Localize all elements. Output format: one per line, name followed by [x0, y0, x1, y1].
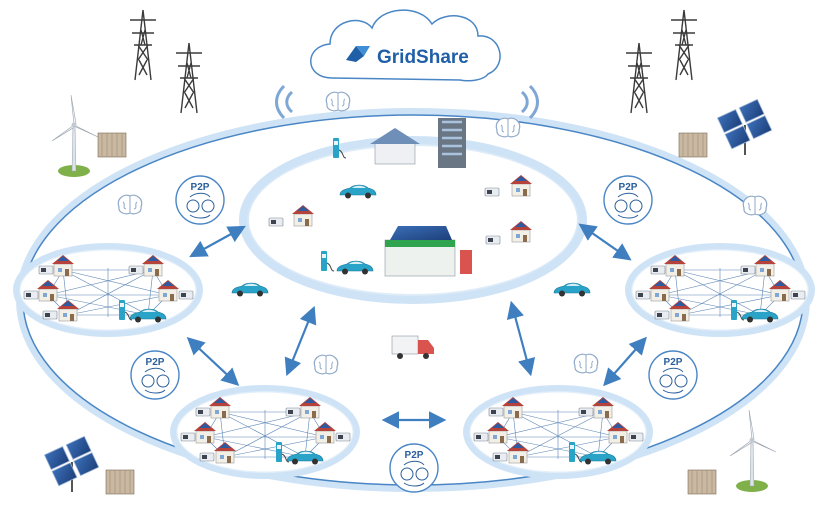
- p2p-badge: P2P: [648, 350, 698, 400]
- transmission-tower-icon: [625, 42, 653, 114]
- transmission-tower-icon: [670, 9, 698, 81]
- brain-ai-icon: [573, 353, 599, 374]
- brain-ai-icon: [117, 194, 143, 215]
- cloud-icon: [310, 9, 501, 82]
- p2p-badge: P2P: [389, 443, 439, 493]
- brain-ai-icon: [325, 91, 351, 112]
- battery-icon: [268, 217, 284, 227]
- battery-icon: [484, 187, 500, 197]
- house-solar-icon: [370, 128, 420, 165]
- brain-ai-icon: [742, 195, 768, 216]
- battery-container-icon: [687, 469, 717, 495]
- p2p-cluster-southeast: [466, 388, 650, 476]
- p2p-label: P2P: [619, 182, 638, 193]
- convenience-store-icon: [384, 226, 472, 277]
- brand-name: GridShare: [377, 47, 469, 68]
- gridshare-logo-icon: [346, 46, 370, 62]
- wifi-signal-icon: [275, 84, 539, 120]
- electric-truck-icon: [391, 335, 434, 359]
- p2p-cluster-west: [16, 246, 200, 334]
- transmission-tower-icon: [129, 9, 157, 81]
- p2p-label: P2P: [405, 450, 424, 461]
- brain-ai-icon: [495, 117, 521, 138]
- p2p-badge: P2P: [175, 175, 225, 225]
- p2p-label: P2P: [664, 357, 683, 368]
- battery-icon: [485, 235, 501, 245]
- p2p-label: P2P: [191, 182, 210, 193]
- battery-container-icon: [97, 132, 127, 158]
- central-hub: [239, 136, 587, 304]
- p2p-badge: P2P: [130, 350, 180, 400]
- p2p-cluster-southwest: [173, 388, 357, 476]
- wind-turbine-icon: [729, 409, 777, 493]
- brain-ai-icon: [313, 354, 339, 375]
- bidirectional-arrow-icon: [186, 223, 647, 429]
- p2p-label: P2P: [146, 357, 165, 368]
- battery-container-icon: [678, 132, 708, 158]
- p2p-badge: P2P: [603, 175, 653, 225]
- battery-container-icon: [105, 469, 135, 495]
- p2p-cluster-east: [628, 246, 812, 334]
- solar-tracker-icon: [43, 435, 100, 493]
- wind-turbine-icon: [51, 94, 99, 178]
- transmission-tower-icon: [175, 42, 203, 114]
- solar-tracker-icon: [716, 98, 773, 156]
- office-building-icon: [438, 118, 466, 168]
